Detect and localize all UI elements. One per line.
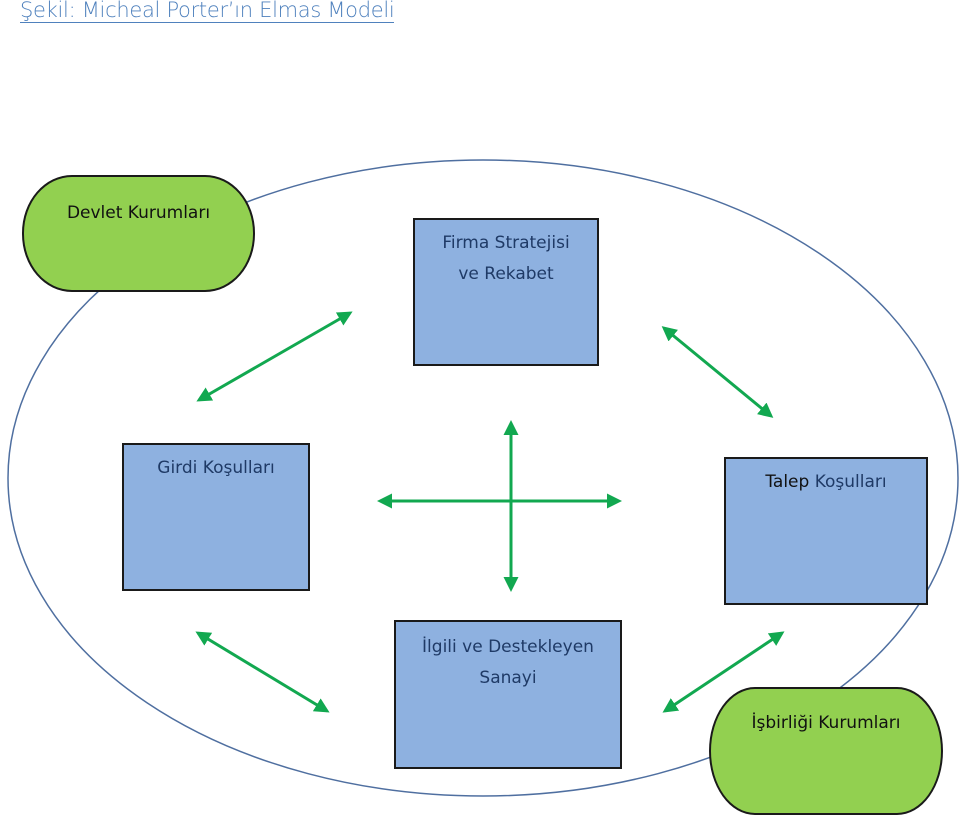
node-input-conditions-label: Girdi Koşulları — [157, 458, 275, 478]
node-input-conditions: Girdi Koşulları — [122, 443, 310, 591]
arrow-firm-to-demand — [661, 326, 774, 418]
arrow-demand-to-related — [662, 631, 785, 713]
node-demand-conditions-word2: Koşulları — [814, 472, 887, 492]
node-cooperation: İşbirliği Kurumları — [709, 687, 943, 815]
arrow-firm-to-input — [196, 311, 353, 402]
node-demand-conditions-word1: Talep — [765, 472, 810, 492]
figure-caption: Şekil: Micheal Porter’ın Elmas Modeli — [20, 0, 395, 23]
node-government-label: Devlet Kurumları — [66, 203, 211, 223]
node-firm-strategy-line2: ve Rekabet — [458, 264, 554, 284]
node-demand-conditions: Talep Koşulları — [724, 457, 928, 605]
node-related-industries-line1: İlgili ve Destekleyen — [422, 637, 594, 657]
node-firm-strategy-line1: Firma Stratejisi — [442, 233, 570, 253]
node-related-industries-line2: Sanayi — [479, 668, 537, 688]
arrow-input-to-related — [195, 631, 330, 713]
node-government: Devlet Kurumları — [22, 175, 255, 292]
boundary-ellipse — [7, 159, 959, 797]
node-firm-strategy: Firma Stratejisi ve Rekabet — [413, 218, 599, 366]
node-cooperation-label: İşbirliği Kurumları — [751, 713, 901, 733]
node-related-industries: İlgili ve Destekleyen Sanayi — [394, 620, 622, 769]
